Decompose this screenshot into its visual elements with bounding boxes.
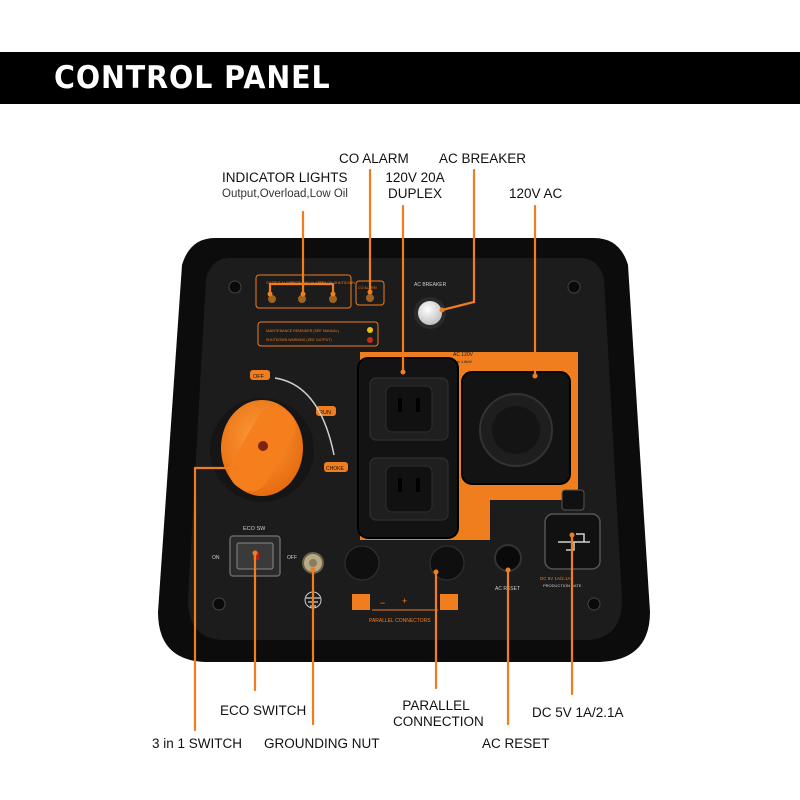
- callout-dc-usb: DC 5V 1A/2.1A: [532, 705, 624, 720]
- callout-ac-reset: AC RESET: [482, 736, 550, 751]
- parallel-line2: CONNECTION: [393, 714, 484, 729]
- screw-icon: [567, 280, 581, 294]
- low-oil-light-icon: [329, 295, 337, 303]
- warning-light-icon: [367, 337, 373, 343]
- indicator-lights-title: INDICATOR LIGHTS: [222, 170, 348, 185]
- parallel-connector-left: [344, 545, 380, 581]
- screw-icon: [587, 597, 601, 611]
- callout-120v-ac: 120V AC: [509, 186, 563, 201]
- panel-label-breaker: AC BREAKER: [414, 282, 447, 288]
- panel-label-light3: LOW OIL SHUTDOWN: [318, 281, 355, 285]
- callout-grounding-nut: GROUNDING NUT: [264, 736, 380, 751]
- duplex-socket-icon: [385, 385, 433, 433]
- callout-3-in-1-switch: 3 in 1 SWITCH: [152, 736, 243, 751]
- maintenance-frame: [257, 321, 379, 347]
- indicator-lights-subtitle: Output,Overload,Low Oil: [222, 188, 348, 200]
- overload-light-icon: [298, 295, 306, 303]
- eco-on-label: ON: [212, 555, 220, 561]
- eco-title: ECO SW: [243, 526, 266, 532]
- eco-off-label: OFF: [287, 555, 297, 561]
- parallel-connector-right: [429, 545, 465, 581]
- usb-label: DC 5V 1A/2.1A: [540, 576, 571, 581]
- panel-label-co-light: CO ALARM: [358, 286, 377, 290]
- knob-label-run: RUN: [319, 410, 331, 416]
- maintenance-light-icon: [367, 327, 373, 333]
- callout-dots: [232, 289, 575, 575]
- knob-label-choke: CHOKE: [326, 466, 344, 472]
- header-bar: CONTROL PANEL: [0, 52, 800, 104]
- parallel-minus: −: [380, 598, 385, 608]
- panel-label-maint1: MAINTENANCE REMINDER (SEE MANUAL): [266, 329, 339, 333]
- callout-eco-switch: ECO SWITCH: [220, 703, 307, 718]
- callout-parallel: PARALLEL CONNECTION: [393, 698, 484, 730]
- duplex-socket-icon: [385, 465, 433, 513]
- callout-lines: [193, 168, 574, 732]
- panel-label-ac-rating-sub: 60 Hz 1.8kW: [450, 360, 472, 364]
- callout-indicator-lights: INDICATOR LIGHTS Output,Overload,Low Oil: [222, 170, 348, 202]
- knob-arc-icon: [274, 377, 335, 456]
- ac-breaker-cap: [418, 301, 442, 325]
- page-title: CONTROL PANEL: [54, 60, 331, 96]
- ac-reset-button: [494, 544, 522, 572]
- callout-duplex: 120V 20A DUPLEX: [377, 170, 453, 202]
- parallel-line1: PARALLEL: [402, 698, 470, 713]
- knob-label-off: OFF: [253, 374, 265, 380]
- parallel-plus: +: [402, 596, 407, 606]
- callout-ac-breaker: AC BREAKER: [439, 151, 527, 166]
- callout-co-alarm: CO ALARM: [339, 151, 409, 166]
- panel-label-ac-rating: AC 120V: [453, 352, 474, 358]
- screw-icon: [212, 597, 226, 611]
- knob-indicator-icon: [258, 441, 268, 451]
- usb-symbol-icon: [558, 533, 590, 551]
- screw-icon: [228, 280, 242, 294]
- duplex-line2: DUPLEX: [387, 186, 443, 201]
- duplex-line1: 120V 20A: [385, 170, 445, 185]
- output-light-icon: [268, 295, 276, 303]
- co-alarm-light-icon: [366, 294, 374, 302]
- parallel-label: PARALLEL CONNECTORS: [369, 618, 431, 624]
- panel-label-maint2: SHUTDOWN WARNING (SEE OUTPUT): [266, 338, 332, 342]
- usb-sub-label: PRODUCTION DATE: [543, 583, 582, 588]
